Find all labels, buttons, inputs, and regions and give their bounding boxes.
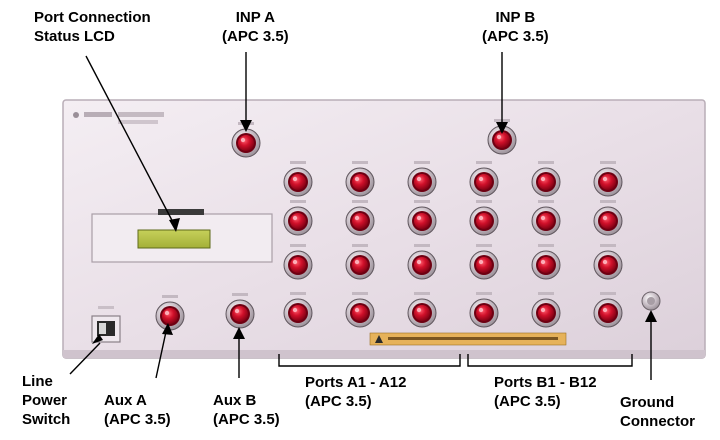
label-inp-b-line2: (APC 3.5): [482, 28, 549, 45]
connector-icon[interactable]: [407, 292, 437, 328]
label-line-power: Line Power Switch: [22, 372, 70, 429]
connector-grid: [155, 119, 623, 331]
label-inp-a-line2: (APC 3.5): [222, 28, 289, 45]
arrow-inp-a: [240, 120, 252, 132]
connector-icon[interactable]: [283, 161, 313, 197]
panel-bottom-shadow: [63, 350, 705, 358]
label-aux-a-line2: (APC 3.5): [104, 411, 171, 428]
label-aux-b: Aux B (APC 3.5): [213, 391, 280, 429]
label-aux-b-line1: Aux B: [213, 392, 257, 409]
connector-icon[interactable]: [345, 200, 375, 236]
connector-icon[interactable]: [283, 292, 313, 328]
lcd-screen: [137, 229, 211, 249]
connector-icon[interactable]: [345, 292, 375, 328]
label-aux-a: Aux A (APC 3.5): [104, 391, 171, 429]
arrow-lcd: [169, 218, 180, 232]
label-inp-a: INP A (APC 3.5): [222, 8, 289, 46]
label-ports-a-line1: Ports A1 - A12: [305, 374, 407, 391]
ground-post-icon[interactable]: [641, 291, 661, 311]
label-aux-a-line1: Aux A: [104, 392, 147, 409]
connector-icon[interactable]: [407, 200, 437, 236]
label-port-lcd-line2: Status LCD: [34, 28, 115, 45]
label-ports-b-line2: (APC 3.5): [494, 393, 561, 410]
connector-icon[interactable]: [531, 292, 561, 328]
arrow-aux-a: [162, 323, 173, 335]
connector-icon[interactable]: [283, 200, 313, 236]
connector-icon[interactable]: [407, 161, 437, 197]
arrow-power: [92, 334, 103, 344]
leader-power: [69, 342, 101, 375]
connector-icon[interactable]: [531, 244, 561, 280]
label-ground-line2: Connector: [620, 413, 695, 430]
lcd-header-bar: [158, 209, 204, 215]
label-inp-a-line1: INP A: [235, 9, 275, 26]
label-inp-b-line1: INP B: [495, 9, 536, 26]
label-ground: Ground Connector: [620, 393, 695, 431]
connector-icon[interactable]: [531, 200, 561, 236]
connector-icon[interactable]: [593, 244, 623, 280]
connector-icon[interactable]: [407, 244, 437, 280]
connector-icon[interactable]: [531, 161, 561, 197]
label-ports-b-line1: Ports B1 - B12: [494, 374, 597, 391]
connector-icon[interactable]: [225, 293, 255, 329]
label-line-power-line2: Power: [22, 392, 68, 409]
label-ports-a-line2: (APC 3.5): [305, 393, 372, 410]
label-ports-b: Ports B1 - B12 (APC 3.5): [494, 373, 597, 411]
connector-icon[interactable]: [469, 292, 499, 328]
arrow-ground: [645, 310, 657, 322]
label-aux-b-line2: (APC 3.5): [213, 411, 280, 428]
connector-icon[interactable]: [283, 244, 313, 280]
label-port-lcd: Port Connection Status LCD: [34, 8, 151, 46]
leader-lines: [69, 52, 652, 380]
leader-lcd: [85, 55, 177, 229]
bracket-ports-b: [467, 354, 633, 367]
label-ground-line1: Ground: [620, 394, 675, 411]
label-ports-a: Ports A1 - A12 (APC 3.5): [305, 373, 406, 411]
arrow-aux-b: [233, 327, 245, 339]
arrow-heads: [92, 120, 657, 344]
lcd-bezel: [91, 213, 273, 263]
connector-icon[interactable]: [469, 244, 499, 280]
label-inp-b: INP B (APC 3.5): [482, 8, 549, 46]
connector-icon[interactable]: [593, 292, 623, 328]
connector-icon[interactable]: [155, 295, 185, 331]
connector-icon[interactable]: [345, 161, 375, 197]
connector-icon[interactable]: [345, 244, 375, 280]
warning-label-icon: [369, 332, 567, 346]
label-line-power-line1: Line: [22, 373, 53, 390]
leader-aux-a: [155, 326, 168, 379]
connector-icon[interactable]: [469, 200, 499, 236]
brand-badge: [73, 112, 164, 124]
connector-icon[interactable]: [469, 161, 499, 197]
connector-icon[interactable]: [593, 200, 623, 236]
bracket-ports-a: [278, 354, 461, 367]
label-line-power-line3: Switch: [22, 411, 71, 428]
arrow-inp-b: [496, 122, 508, 134]
connector-icon[interactable]: [593, 161, 623, 197]
label-port-lcd-line1: Port Connection: [34, 9, 151, 26]
